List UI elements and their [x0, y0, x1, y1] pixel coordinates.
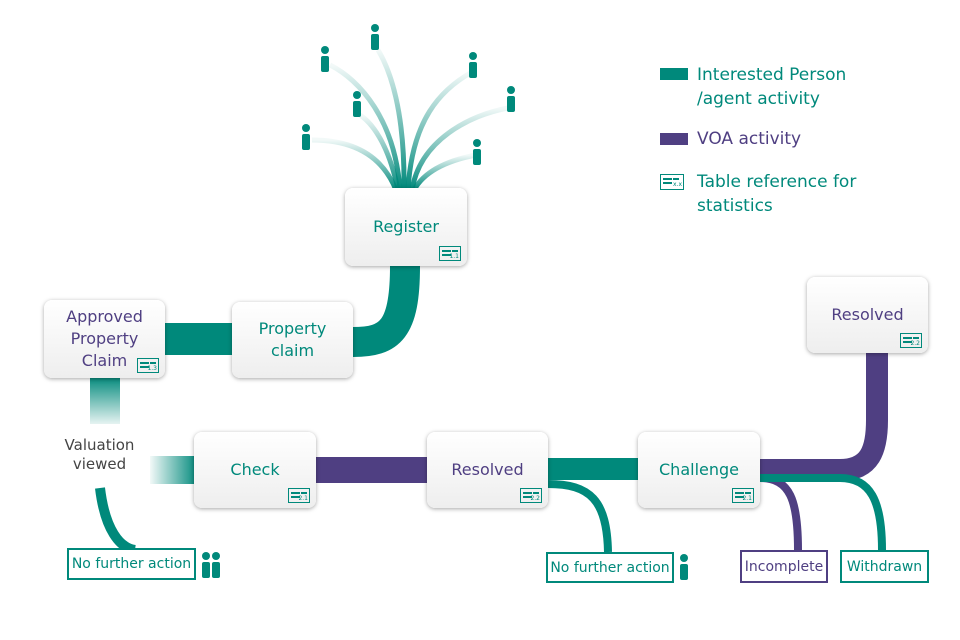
node-resolved-top[interactable]: Resolved 2.2 [807, 277, 928, 353]
strand [311, 137, 399, 191]
resolved-to-nfa [547, 480, 612, 553]
node-label: Register [373, 217, 439, 236]
person-icon [353, 91, 361, 117]
challenge-to-resolved [756, 350, 888, 481]
legend-purple-swatch [660, 133, 688, 145]
legend-table-ref: Table reference for statistics [697, 170, 856, 218]
node-label: Property [70, 329, 139, 348]
strand [405, 69, 474, 191]
challenge-to-withdrawn [760, 474, 886, 551]
node-label: Approved [66, 307, 143, 326]
valuation-line2: viewed [72, 455, 127, 473]
person-icon [371, 24, 379, 50]
table-reference-icon: 1.1 [439, 246, 461, 261]
table-reference-icon: 2.2 [900, 333, 922, 348]
table-reference-icon: x.x [660, 174, 684, 190]
table-reference-icon: 2.2 [520, 488, 542, 503]
person-icon [473, 139, 481, 165]
valuation-to-check [150, 456, 198, 484]
strand [409, 105, 509, 191]
strand [328, 62, 403, 191]
node-label: claim [270, 341, 315, 360]
approved-to-property-claim [160, 323, 236, 355]
legend-interested-line2: /agent activity [697, 89, 820, 109]
strand [411, 152, 477, 192]
register-strands [311, 48, 509, 192]
legend-table-ref-line1: Table reference for [697, 172, 857, 192]
person-icon [469, 52, 477, 78]
legend-interested-line1: Interested Person [697, 65, 847, 85]
strand [375, 48, 407, 191]
legend-table-ref-line2: statistics [697, 196, 773, 216]
node-label: Claim [81, 351, 128, 370]
node-label: Resolved [831, 305, 904, 324]
people-icon [202, 552, 220, 578]
legend-voa: VOA activity [697, 129, 802, 149]
outcome-withdrawn[interactable]: Withdrawn [840, 550, 929, 583]
table-reference-icon: 2.1 [288, 488, 310, 503]
person-icons [202, 24, 688, 580]
legend-teal-swatch [660, 68, 688, 80]
outcome-incomplete[interactable]: Incomplete [740, 550, 828, 583]
person-icon [680, 554, 688, 580]
node-property-claim[interactable]: Property claim [232, 302, 353, 378]
person-icon [302, 124, 310, 150]
node-label: Resolved [451, 460, 524, 479]
node-label: Check [230, 460, 280, 479]
node-resolved-mid[interactable]: Resolved 2.2 [427, 432, 548, 508]
strand [358, 112, 401, 191]
legend-interested: Interested Person/agent activity [697, 63, 846, 111]
outcome-no-further-action-1[interactable]: No further action [67, 548, 196, 580]
node-label: Challenge [659, 460, 739, 479]
valuation-line1: Valuation [64, 436, 135, 454]
valuation-to-nfa [95, 487, 137, 555]
table-reference-icon: 2.1 [732, 488, 754, 503]
outcome-no-further-action-2[interactable]: No further action [546, 552, 674, 583]
person-icon [321, 46, 329, 72]
person-icon [507, 86, 515, 112]
table-reference-icon: 1.3 [137, 358, 159, 373]
node-check[interactable]: Check 2.1 [194, 432, 316, 508]
check-to-resolved [312, 457, 432, 483]
node-label: Property [258, 319, 327, 338]
approved-to-valuation [90, 376, 120, 424]
challenge-to-incomplete [759, 474, 802, 551]
resolved-to-challenge [544, 458, 642, 480]
register-to-property-claim [352, 265, 420, 357]
node-challenge[interactable]: Challenge 2.1 [638, 432, 760, 508]
